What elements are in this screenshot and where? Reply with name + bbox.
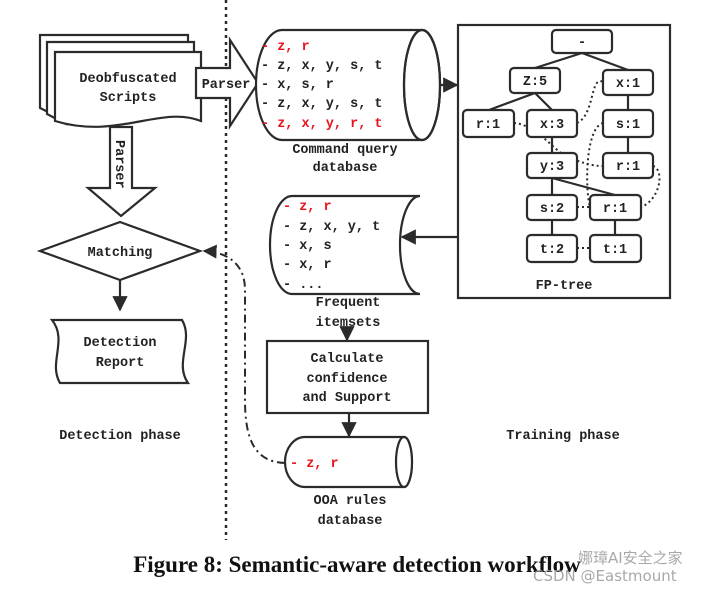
svg-text:r:1: r:1 bbox=[603, 202, 627, 217]
scripts-label-line2: Scripts bbox=[100, 91, 157, 106]
ooa-row: - z, r bbox=[290, 457, 339, 472]
ooa-label-line1: OOA rules bbox=[314, 494, 387, 509]
svg-text:r:1: r:1 bbox=[616, 160, 640, 175]
fp-node: Z:5 bbox=[508, 66, 562, 95]
detection-phase-label: Detection phase bbox=[59, 429, 181, 444]
fp-node: r:1 bbox=[588, 193, 643, 222]
command-row: - z, x, y, s, t bbox=[261, 97, 383, 112]
parser-arrow-down: Parser bbox=[85, 125, 159, 218]
frequent-label-line2: itemsets bbox=[316, 316, 381, 331]
command-query-database: - z, r - z, x, y, s, t - x, s, r - z, x,… bbox=[254, 28, 442, 176]
svg-text:s:1: s:1 bbox=[616, 118, 640, 133]
fp-node: s:1 bbox=[601, 108, 655, 139]
itemset-row: - ... bbox=[283, 278, 324, 293]
calculate-confidence-box: Calculate confidence and Support bbox=[265, 339, 430, 415]
svg-text:and Support: and Support bbox=[302, 391, 391, 406]
svg-text:Detection: Detection bbox=[84, 336, 157, 351]
svg-text:Z:5: Z:5 bbox=[523, 75, 547, 90]
parser-right-label: Parser bbox=[202, 78, 251, 93]
command-db-label-line2: database bbox=[313, 161, 378, 176]
ooa-rules-database: - z, r OOA rules database bbox=[283, 435, 414, 529]
fp-node: y:3 bbox=[525, 151, 579, 180]
fp-node: s:2 bbox=[525, 193, 579, 222]
figure-caption: Figure 8: Semantic-aware detection workf… bbox=[133, 552, 581, 577]
fp-node: r:1 bbox=[461, 108, 516, 139]
command-row: - x, s, r bbox=[261, 78, 334, 93]
fp-node: t:2 bbox=[525, 233, 579, 264]
itemset-row: - z, x, y, t bbox=[283, 220, 380, 235]
svg-text:confidence: confidence bbox=[306, 372, 387, 387]
watermark-line1: 娜璋AI安全之家 bbox=[578, 549, 683, 567]
fp-node: t:1 bbox=[588, 233, 643, 264]
frequent-label-line1: Frequent bbox=[316, 296, 381, 311]
watermark-line2: CSDN @Eastmount bbox=[533, 567, 677, 585]
ooa-to-matching-link bbox=[202, 244, 286, 464]
fp-tree: - Z:5 x:1 r:1 x:3 s:1 y:3 r:1 s:2 r:1 t:… bbox=[456, 23, 672, 300]
fp-tree-label: FP-tree bbox=[536, 279, 593, 294]
scripts-label-line1: Deobfuscated bbox=[79, 72, 176, 87]
svg-text:t:1: t:1 bbox=[603, 243, 627, 258]
fp-node: - bbox=[550, 28, 614, 55]
command-row: - z, x, y, r, t bbox=[261, 117, 383, 132]
svg-text:Matching: Matching bbox=[88, 246, 153, 261]
fp-node: x:1 bbox=[601, 68, 655, 97]
command-row: - z, x, y, s, t bbox=[261, 59, 383, 74]
svg-text:r:1: r:1 bbox=[476, 118, 500, 133]
parser-arrow-right: Parser bbox=[194, 36, 260, 130]
command-db-label-line1: Command query bbox=[292, 143, 397, 158]
matching-step: Matching bbox=[36, 220, 204, 282]
training-phase-label: Training phase bbox=[506, 429, 619, 444]
detection-report: Detection Report bbox=[49, 318, 191, 385]
svg-text:x:3: x:3 bbox=[540, 118, 564, 133]
svg-text:t:2: t:2 bbox=[540, 243, 564, 258]
ooa-label-line2: database bbox=[318, 514, 383, 529]
deobfuscated-scripts-stack: Deobfuscated Scripts bbox=[38, 33, 203, 128]
svg-text:s:2: s:2 bbox=[540, 202, 564, 217]
fp-node: x:3 bbox=[525, 108, 579, 139]
command-row: - z, r bbox=[261, 40, 310, 55]
svg-text:x:1: x:1 bbox=[616, 77, 640, 92]
frequent-itemsets: - z, r - z, x, y, t - x, s - x, r - ... … bbox=[268, 194, 421, 331]
fp-node: r:1 bbox=[601, 151, 655, 180]
svg-text:Calculate: Calculate bbox=[311, 352, 384, 367]
svg-text:y:3: y:3 bbox=[540, 160, 564, 175]
itemset-row: - z, r bbox=[283, 200, 332, 215]
parser-down-label: Parser bbox=[111, 140, 126, 189]
itemset-row: - x, s bbox=[283, 239, 332, 254]
svg-text:Report: Report bbox=[96, 356, 145, 371]
svg-text:-: - bbox=[578, 36, 586, 51]
itemset-row: - x, r bbox=[283, 258, 332, 273]
